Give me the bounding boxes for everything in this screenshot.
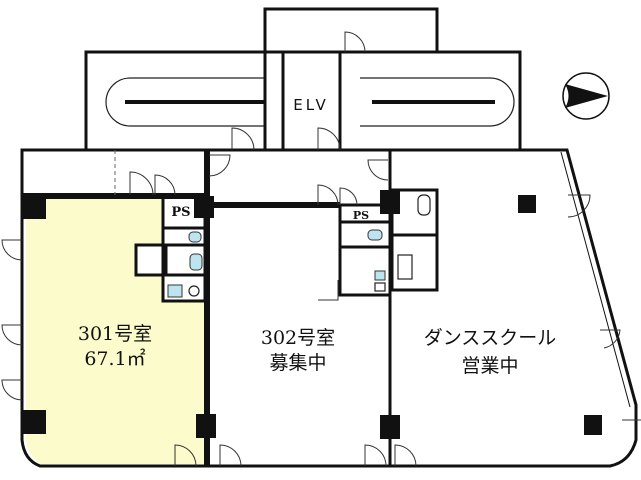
door-icons (1, 31, 641, 467)
top-hall (263, 7, 439, 54)
north-arrow-icon (562, 72, 610, 120)
unit-302-status: 募集中 (269, 352, 326, 374)
unit-301-area-label: 67.1㎡ (84, 347, 145, 370)
stair-right-icon (360, 77, 515, 127)
dance-school-name: ダンススクール (424, 327, 557, 349)
elevator-label: ELV (293, 96, 328, 114)
ps-label-302: PS (353, 209, 369, 222)
unit-302-name: 302号室 (261, 327, 335, 349)
structural-columns (22, 190, 602, 439)
outer-wall (20, 148, 638, 468)
unit-301-name: 301号室 (78, 323, 152, 345)
dance-school-status: 営業中 (461, 355, 518, 377)
ps-label-301: PS (171, 205, 190, 220)
stair-left-icon (105, 52, 267, 150)
